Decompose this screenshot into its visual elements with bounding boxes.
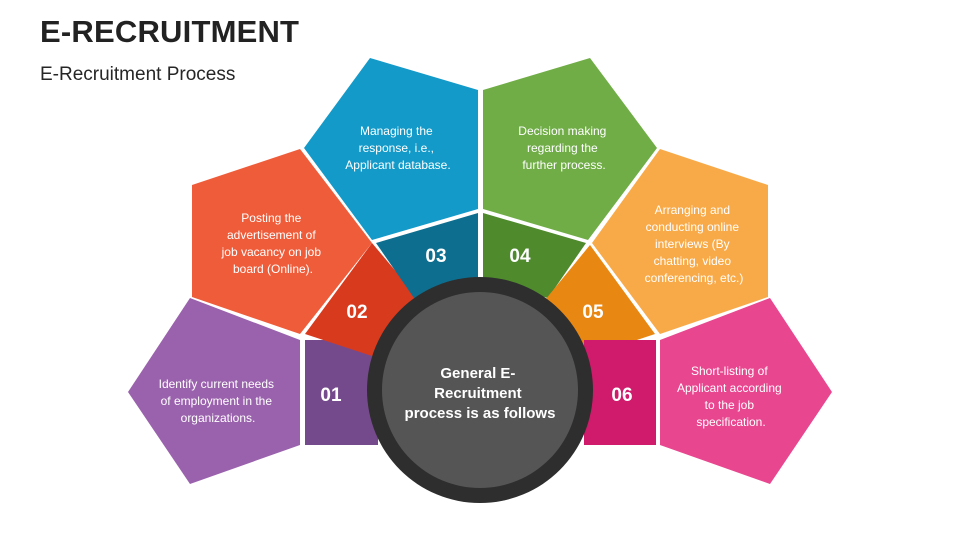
step-06-number-sector — [584, 340, 656, 445]
page-title: E-RECRUITMENT — [40, 14, 300, 49]
step-05-text: Arranging and conducting online intervie… — [645, 203, 744, 285]
step-01-hexagon — [128, 298, 300, 484]
step-05: 05 Arranging and conducting online inter… — [545, 149, 768, 358]
step-02: 02 Posting the advertisement of job vaca… — [192, 149, 420, 358]
step-06-hexagon — [660, 298, 832, 484]
step-04-number-sector — [483, 213, 586, 298]
step-03-hexagon — [304, 58, 478, 240]
step-02-number: 02 — [346, 302, 367, 323]
step-05-hexagon — [592, 149, 768, 334]
step-04-hexagon — [483, 58, 657, 240]
step-01: 01 Identify current needs of employment … — [128, 298, 378, 484]
step-04-text: Decision making regarding the further pr… — [518, 124, 609, 172]
step-06: 06 Short-listing of Applicant according … — [584, 298, 832, 484]
step-06-text: Short-listing of Applicant according to … — [677, 364, 785, 429]
step-03: 03 Managing the response, i.e., Applican… — [304, 58, 478, 298]
step-03-number: 03 — [425, 246, 446, 267]
center-hub: General E- Recruitment process is as fol… — [367, 277, 593, 503]
step-05-number: 05 — [582, 302, 604, 323]
step-03-number-sector — [376, 213, 478, 298]
page-subtitle: E-Recruitment Process — [40, 64, 236, 85]
step-01-text: Identify current needs of employment in … — [159, 377, 278, 425]
step-02-hexagon — [192, 149, 372, 334]
step-04-number: 04 — [509, 246, 531, 267]
step-02-text: Posting the advertisement of job vacancy… — [221, 211, 325, 276]
step-01-number-sector — [305, 340, 378, 445]
step-04: 04 Decision making regarding the further… — [483, 58, 657, 298]
step-03-text: Managing the response, i.e., Applicant d… — [345, 124, 450, 172]
step-06-number: 06 — [611, 385, 632, 406]
center-inner-circle — [382, 292, 578, 488]
center-text: General E- Recruitment process is as fol… — [405, 365, 556, 422]
step-01-number: 01 — [320, 385, 342, 406]
